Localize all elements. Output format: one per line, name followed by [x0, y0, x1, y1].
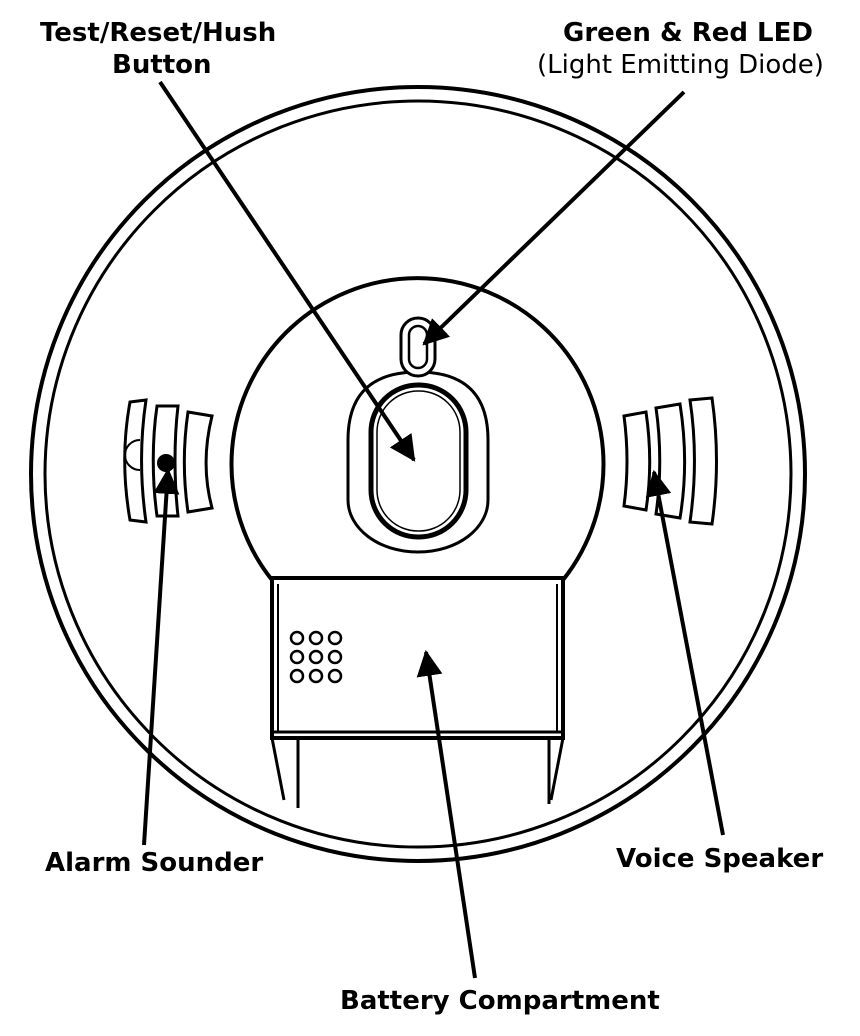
arrow-test-button: [158, 80, 416, 462]
test-reset-hush-button: [368, 382, 469, 540]
alarm-sounder-port: [157, 454, 175, 472]
arrow-alarm-sounder: [142, 467, 180, 846]
voice-speaker-grille: [622, 396, 718, 526]
vent-holes: [289, 630, 343, 684]
arrow-led: [422, 90, 686, 346]
label-button: Button: [112, 50, 212, 80]
leader-arrows: [142, 80, 725, 979]
label-test-reset-hush: Test/Reset/Hush: [40, 18, 277, 48]
outer-housing-inner-ring: [43, 99, 793, 849]
label-green-red-led: Green & Red LED: [563, 18, 813, 48]
label-battery-compartment: Battery Compartment: [340, 986, 660, 1016]
label-voice-speaker: Voice Speaker: [616, 844, 824, 874]
led-window: [407, 324, 429, 370]
label-alarm-sounder: Alarm Sounder: [45, 848, 264, 878]
arrow-voice-speaker: [645, 469, 725, 836]
battery-skirt: [272, 738, 563, 800]
label-light-emitting-diode: (Light Emitting Diode): [537, 50, 824, 80]
arrow-battery: [416, 649, 477, 979]
